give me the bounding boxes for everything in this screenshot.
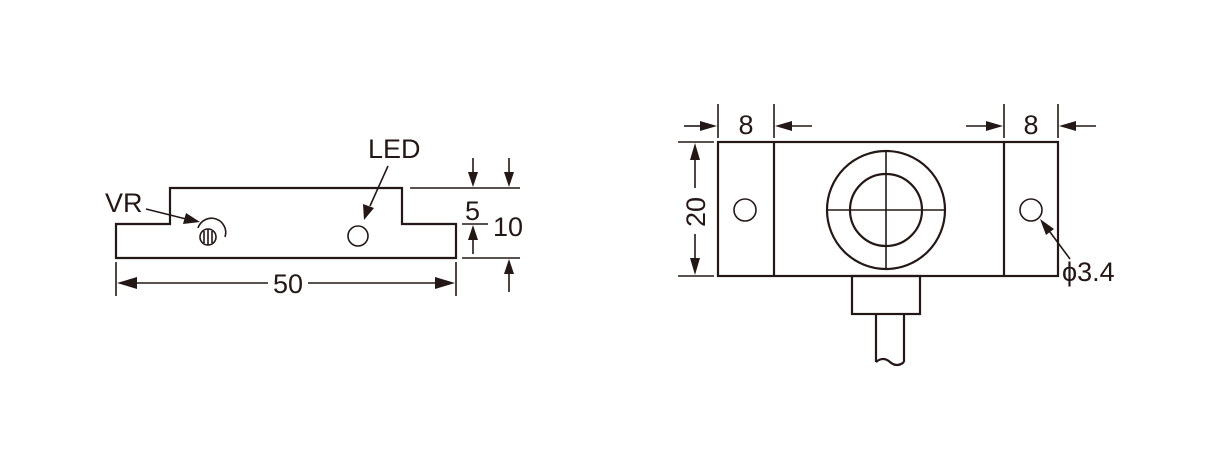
front-height-value: 20 (681, 197, 711, 227)
dimension-front-height: 20 (678, 141, 714, 277)
side-body-outline (114, 186, 458, 260)
led-leader-arrow (363, 204, 374, 220)
front-body-outline (716, 140, 1060, 278)
sensing-face-icon (825, 149, 947, 271)
front-view: 8 8 20 ϕ3.4 (678, 104, 1115, 367)
side-view: VR LED 50 5 (105, 134, 523, 299)
led-leader-line (369, 165, 389, 207)
dimension-length: 50 (115, 262, 457, 299)
cable-gland (850, 274, 922, 316)
led-label: LED (368, 134, 421, 164)
length-value: 50 (273, 269, 303, 299)
step-height-value: 5 (465, 196, 480, 226)
dimension-total-height: 10 (493, 158, 523, 292)
vr-leader-arrow (183, 213, 200, 224)
hole-leader: ϕ3.4 (1040, 219, 1115, 287)
vr-label: VR (105, 188, 143, 218)
mounting-hole-right (1019, 198, 1043, 222)
mounting-hole-left (733, 198, 757, 222)
dimension-step-height: 5 (465, 158, 480, 254)
vr-leader-line (145, 208, 187, 220)
dimension-left-flange: 8 (684, 104, 812, 140)
vr-trimmer-icon (197, 217, 227, 246)
right-flange-value: 8 (1023, 110, 1038, 140)
hole-diameter-value: ϕ3.4 (1062, 257, 1115, 287)
total-height-value: 10 (493, 212, 523, 242)
led-icon (347, 225, 369, 247)
cable-break (875, 357, 905, 367)
left-flange-value: 8 (738, 110, 753, 140)
dimension-right-flange: 8 (966, 104, 1096, 140)
